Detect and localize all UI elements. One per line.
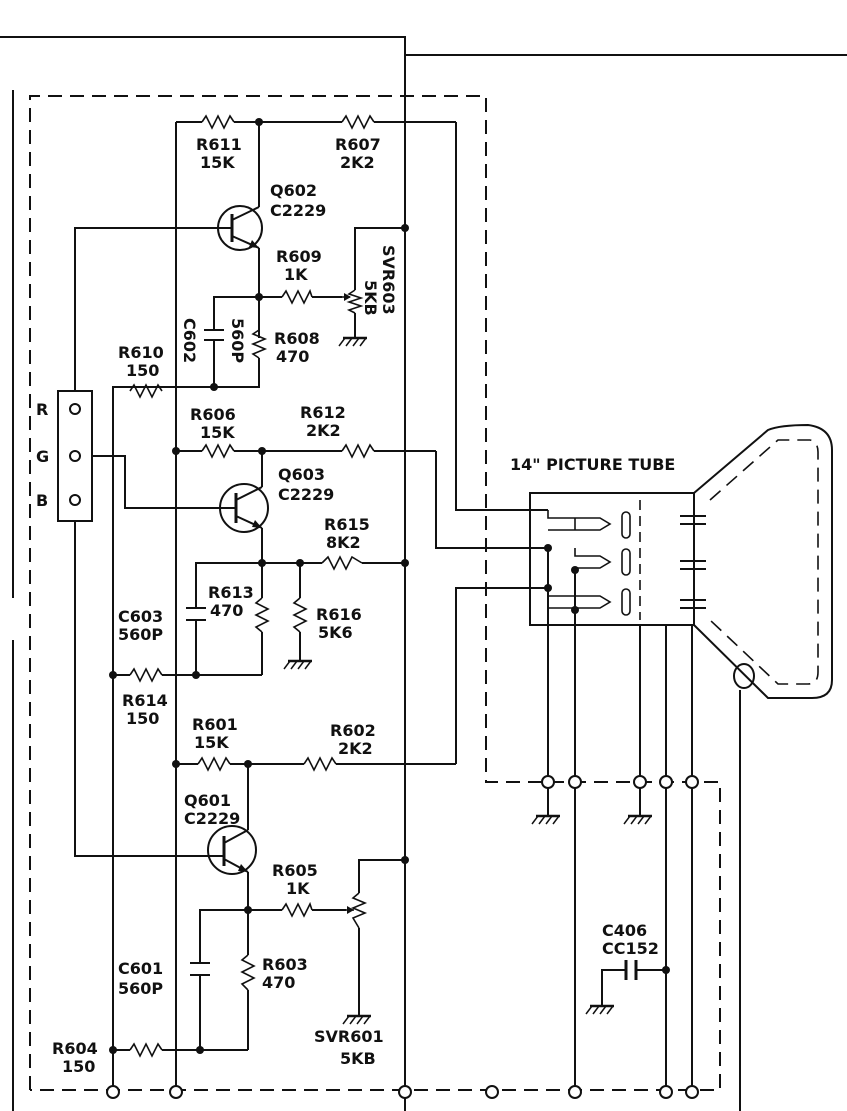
label-r605-value: 1K [286,879,310,898]
label-q601-ref: Q601 [184,791,231,810]
label-c603-ref: C603 [118,607,163,626]
label-c603-value: 560P [118,625,163,644]
label-r608-ref: R608 [274,329,320,348]
label-r601-ref: R601 [192,715,238,734]
label-c601-ref: C601 [118,959,163,978]
label-r612-ref: R612 [300,403,346,422]
label-r613-value: 470 [210,601,243,620]
transistor-q601 [204,825,257,875]
label-r606-value: 15K [200,423,235,442]
label-r607-value: 2K2 [340,153,375,172]
label-c602-value: 560P [228,318,247,363]
label-r605-ref: R605 [272,861,318,880]
label-q602-value: C2229 [270,201,326,220]
label-r614-ref: R614 [122,691,168,710]
capacitors [186,329,638,980]
label-r616-ref: R616 [316,605,362,624]
label-r609-ref: R609 [276,247,322,266]
label-r613-ref: R613 [208,583,254,602]
label-r607-ref: R607 [335,135,381,154]
label-r611-value: 15K [200,153,235,172]
label-r603-ref: R603 [262,955,308,974]
label-r608-value: 470 [276,347,309,366]
label-q601-value: C2229 [184,809,240,828]
label-r615-ref: R615 [324,515,370,534]
transistor-q603 [218,483,269,533]
label-r610-value: 150 [126,361,159,380]
label-r615-value: 8K2 [326,533,361,552]
label-r604-ref: R604 [52,1039,98,1058]
label-r602-value: 2K2 [338,739,373,758]
label-q603-value: C2229 [278,485,334,504]
picture-tube [529,423,833,699]
connector-pin-r: R [36,400,48,419]
label-r609-value: 1K [284,265,308,284]
label-r604-value: 150 [62,1057,95,1076]
label-r614-value: 150 [126,709,159,728]
label-r611-ref: R611 [196,135,242,154]
label-r610-ref: R610 [118,343,164,362]
label-c406-ref: C406 [602,921,647,940]
board-outline [29,95,721,1091]
label-r606-ref: R606 [190,405,236,424]
label-c602-ref: C602 [180,318,199,363]
label-q602-ref: Q602 [270,181,317,200]
rgb-connector: R G B [36,390,93,522]
label-r603-value: 470 [262,973,295,992]
label-svr601-ref: SVR601 [314,1027,384,1046]
potentiometers [342,289,368,929]
label-r601-value: 15K [194,733,229,752]
connector-pin-b: B [36,491,48,510]
label-c601-value: 560P [118,979,163,998]
connector-pin-g: G [36,447,49,466]
tube-title: 14" PICTURE TUBE [510,455,675,474]
label-q603-ref: Q603 [278,465,325,484]
label-r616-value: 5K6 [318,623,353,642]
wiring [74,121,693,1090]
label-r612-value: 2K2 [306,421,341,440]
transistor-q602 [214,205,263,251]
labels: 14" PICTURE TUBE R611 15K R607 2K2 Q602 … [52,135,675,1076]
label-svr603-ref: SVR603 [379,245,398,315]
label-c406-value: CC152 [602,939,659,958]
label-r602-ref: R602 [330,721,376,740]
label-svr603-value: 5KB [361,280,380,316]
terminals [106,775,699,1099]
label-svr601-value: 5KB [340,1049,376,1068]
resistors [129,114,375,1058]
